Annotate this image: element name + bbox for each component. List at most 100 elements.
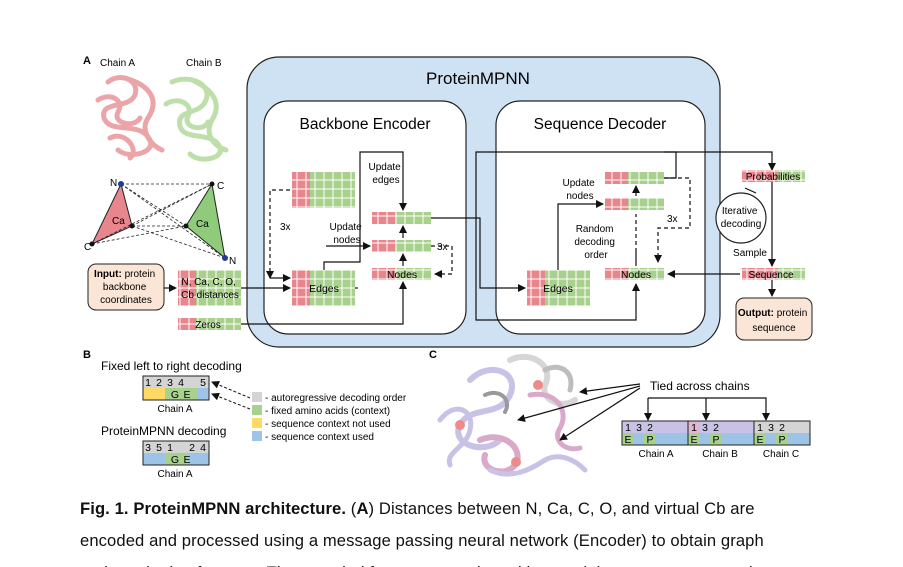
svg-text:E: E [624,434,631,446]
caption-line1-text: Distances between N, Ca, C, O, and virtu… [374,499,755,518]
distance-features-red [178,270,196,306]
legend-swatch-yellow [252,418,262,428]
sequence-decoder-title: Sequence Decoder [534,116,667,133]
proteinmpnn-title: ProteinMPNN [426,69,530,88]
zeros-label: Zeros [195,320,221,331]
tied-chain-text: 1 3 2 E P 1 3 2 E P 1 3 2 E P [624,422,785,446]
update-edges-label: Update edges [368,162,403,186]
fixed-decoding-sequence [142,375,210,401]
tied-chain-sequences [621,420,811,446]
zeros-features-green [196,318,241,330]
mpnn-decoding-numbers: 3 5 1 2 4 G E [145,442,206,466]
random-order-label: Random decoding order [574,224,617,261]
encoder-arrows [241,151,526,325]
sample-label: Sample [733,248,767,259]
pairwise-distance-lines [91,183,226,259]
dec-edges-label: Edges [543,283,573,295]
distance-features-green [196,270,241,306]
legend-swatch-gray [252,392,262,402]
svg-text:E: E [690,434,697,446]
svg-text:5: 5 [156,442,162,454]
distances-label: N, Ca, C, O, Cb distances [181,277,239,301]
fixed-decoding-numbers: 1 2 3 4 5 G E [145,377,206,401]
probabilities-red [742,170,778,182]
mpnn-chain-label: Chain A [157,469,192,480]
svg-text:P: P [646,434,653,446]
dec-node-top-green [628,172,664,184]
dec-node-mid-green [628,198,664,210]
atom-label-n-b: N [229,256,236,267]
enc-edges-label: Edges [309,283,339,295]
sequence-green [778,268,805,280]
svg-text:1: 1 [145,377,151,389]
decoder-arrows [475,151,776,321]
dec-nodes-green [628,268,664,280]
tied-chain-a-label: Chain A [638,449,673,460]
legend-swatch-green [252,405,262,415]
input-text: Input: protein backbone coordinates [94,269,158,306]
caption-line-2: encoded and processed using a message pa… [80,531,764,550]
panel-b-letter: B [83,349,91,361]
caption-line-1: Fig. 1. ProteinMPNN architecture. (A) Di… [80,493,820,525]
dec-nodes-label: Nodes [621,269,651,281]
output-box [735,297,813,341]
caption-panel-letter: A [356,499,369,518]
legend-swatch-blue [252,431,262,441]
dec-nodes-red [605,268,628,280]
zeros-features-red [178,318,196,330]
tied-arrows [517,383,770,441]
sequence-label: Sequence [748,270,793,281]
svg-text:2: 2 [779,422,785,434]
svg-text:1: 1 [167,442,173,454]
svg-text:3: 3 [167,377,173,389]
svg-text:1: 1 [691,422,697,434]
enc-node-top-red [372,212,395,224]
svg-text:G: G [171,389,179,401]
atom-label-c-a: C [84,242,91,253]
svg-text:E: E [183,454,190,466]
svg-text:E: E [183,389,190,401]
svg-text:1: 1 [757,422,763,434]
enc-nodes-red [372,268,395,280]
sampling-arrows [744,182,776,297]
caption-line-3: node and edge features. The encoded feat… [80,557,820,567]
sequence-red [742,268,778,280]
tied-chain-b-label: Chain B [702,449,738,460]
dec-update-nodes-label: Update nodes [562,178,597,202]
dec-node-mid-red [605,198,628,210]
atom-label-c-b: C [217,181,224,192]
enc-node-mid-red [372,240,395,252]
svg-text:P: P [712,434,719,446]
mpnn-decoding-title: ProteinMPNN decoding [101,424,226,438]
atom-label-ca-a: Ca [112,216,125,227]
tied-across-chains-label: Tied across chains [650,379,750,393]
enc-edges-top-red [292,172,310,208]
backbone-triangle-chain-a [90,182,133,246]
legend-label-green: - fixed amino acids (context) [265,406,390,417]
trimer-structure [437,353,588,477]
legend-dashed-pointers [211,381,251,410]
enc-3x-left: 3x [280,222,291,233]
dec-edges-red [527,270,545,306]
enc-edges-red [292,270,310,306]
svg-text:P: P [778,434,785,446]
update-nodes-label: Update nodes [329,222,364,246]
panel-c-letter: C [429,349,437,361]
dec-node-top-red [605,172,628,184]
svg-text:2: 2 [647,422,653,434]
svg-text:2: 2 [713,422,719,434]
caption-paren-close: ) [368,499,375,518]
output-text: Output: protein sequence [738,308,810,334]
fixed-chain-label: Chain A [157,404,192,415]
atom-label-ca-b: Ca [196,219,209,230]
legend-label-yellow: - sequence context not used [265,419,391,430]
svg-text:1: 1 [625,422,631,434]
svg-text:5: 5 [200,377,206,389]
input-box [87,263,165,311]
panel-a-letter: A [83,55,91,67]
svg-text:3: 3 [702,422,708,434]
legend-label-gray: - autoregressive decoding order [265,393,407,404]
probabilities-label: Probabilities [746,172,800,183]
